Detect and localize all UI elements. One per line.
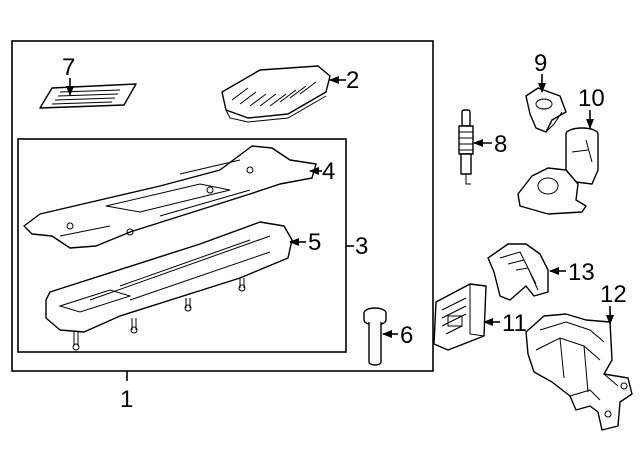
label-decal-part: [39, 83, 137, 109]
position-sensor-part: [525, 87, 567, 133]
assembly-outer-box: [11, 40, 434, 372]
callout-12-label: 12: [600, 281, 627, 308]
callout-6-label: 6: [400, 322, 413, 349]
callout-1-label: 1: [120, 386, 133, 413]
callout-11-label: 11: [502, 310, 527, 337]
callout-9-label: 9: [534, 50, 547, 77]
callout-3-label: 3: [355, 233, 368, 260]
ignition-coil-part: [45, 221, 293, 351]
heat-shield-part: [487, 243, 549, 301]
callout-10-label: 10: [578, 85, 605, 112]
control-module-part: [433, 283, 487, 351]
bolt-part: [363, 307, 387, 366]
spark-plug-part: [458, 109, 474, 185]
mounting-bracket-part: [525, 313, 633, 431]
callout-8-label: 8: [494, 131, 507, 158]
callout-2-label: 2: [346, 67, 359, 94]
callout-4-label: 4: [322, 158, 335, 185]
actuator-part: [517, 127, 599, 215]
callout-5-label: 5: [308, 229, 321, 256]
engine-cover-part: [23, 145, 317, 249]
callout-13-label: 13: [568, 259, 595, 286]
callout-7-label: 7: [62, 54, 75, 81]
sensor-module-part: [221, 65, 331, 123]
